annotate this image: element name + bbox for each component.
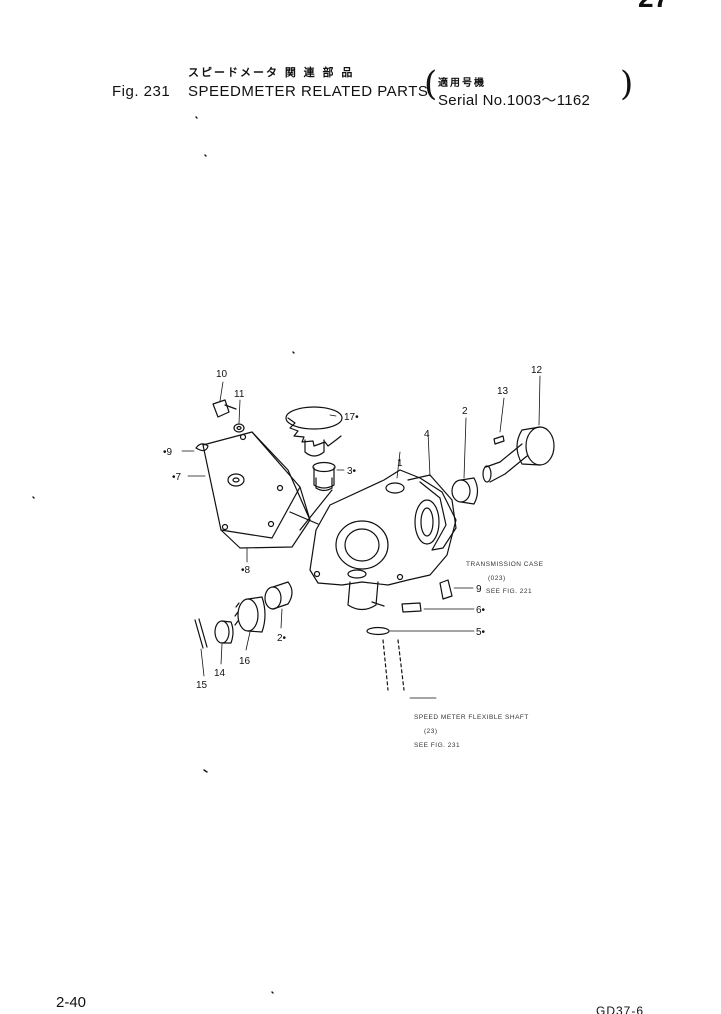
small-gear-part	[214, 620, 234, 644]
cover-plate-part	[202, 431, 311, 549]
part-label-14: 14	[214, 668, 226, 679]
note-flexible-code: (23)	[424, 728, 438, 735]
part-label-5: 5•	[476, 627, 486, 638]
figure-number: Fig. 231	[112, 83, 171, 100]
flexible-shaft-stub	[382, 639, 405, 691]
o-ring-part	[366, 626, 390, 636]
serial-range: Serial No.1003～1162	[438, 92, 591, 109]
part-label-6: 6•	[476, 605, 486, 616]
spur-gear-part	[234, 596, 266, 633]
part-label-10: 10	[216, 369, 228, 380]
part-label-8: •8	[241, 565, 251, 576]
japanese-serial-label: 適用号機	[438, 78, 486, 89]
bushing-part	[312, 461, 336, 492]
note-transmission-case: TRANSMISSION CASE	[466, 561, 544, 568]
leader-lines	[181, 375, 541, 699]
note-flexible-ref: SEE FIG. 231	[414, 742, 460, 749]
gasket-part	[407, 474, 457, 551]
part-label-13: 13	[497, 386, 509, 397]
japanese-title: スピードメータ 関 連 部 品	[188, 66, 355, 79]
part-label-9-right: 9	[476, 584, 482, 595]
pin-part	[401, 602, 422, 613]
drive-shaft-part	[482, 426, 555, 483]
part-label-12: 12	[531, 365, 543, 376]
close-paren: )	[620, 64, 634, 104]
model-code: GD37-6	[596, 1004, 645, 1014]
part-label-17: 17•	[344, 412, 359, 423]
note-transmission-ref: SEE FIG. 221	[486, 588, 532, 595]
part-label-9-left: •9	[163, 447, 173, 458]
part-label-4: 4	[424, 429, 430, 440]
snap-ring-part	[194, 618, 208, 649]
scan-specks	[32, 116, 295, 994]
note-transmission-code: (023)	[488, 575, 506, 582]
part-label-15: 15	[196, 680, 208, 691]
bevel-gear-part	[285, 406, 343, 457]
part-label-7: •7	[172, 472, 182, 483]
part-label-11: 11	[234, 389, 245, 400]
part-label-16: 16	[239, 656, 251, 667]
bushing-right-part	[451, 477, 479, 505]
part-label-2-right: 2	[462, 406, 468, 417]
bolt-part	[212, 399, 245, 433]
figure-title: SPEEDMETER RELATED PARTS	[188, 83, 429, 100]
plug-part	[439, 579, 453, 600]
corner-page-number: 27	[638, 0, 669, 14]
page-number: 2-40	[56, 994, 87, 1011]
bushing-left-part	[264, 581, 293, 610]
clip-part	[195, 443, 209, 452]
part-label-3: 3•	[347, 466, 357, 477]
speedometer-housing-part	[289, 469, 457, 611]
note-flexible-shaft: SPEED METER FLEXIBLE SHAFT	[414, 714, 529, 721]
open-paren: (	[424, 64, 438, 104]
part-label-1: 1	[397, 458, 403, 469]
part-label-2-left: 2•	[277, 633, 287, 644]
